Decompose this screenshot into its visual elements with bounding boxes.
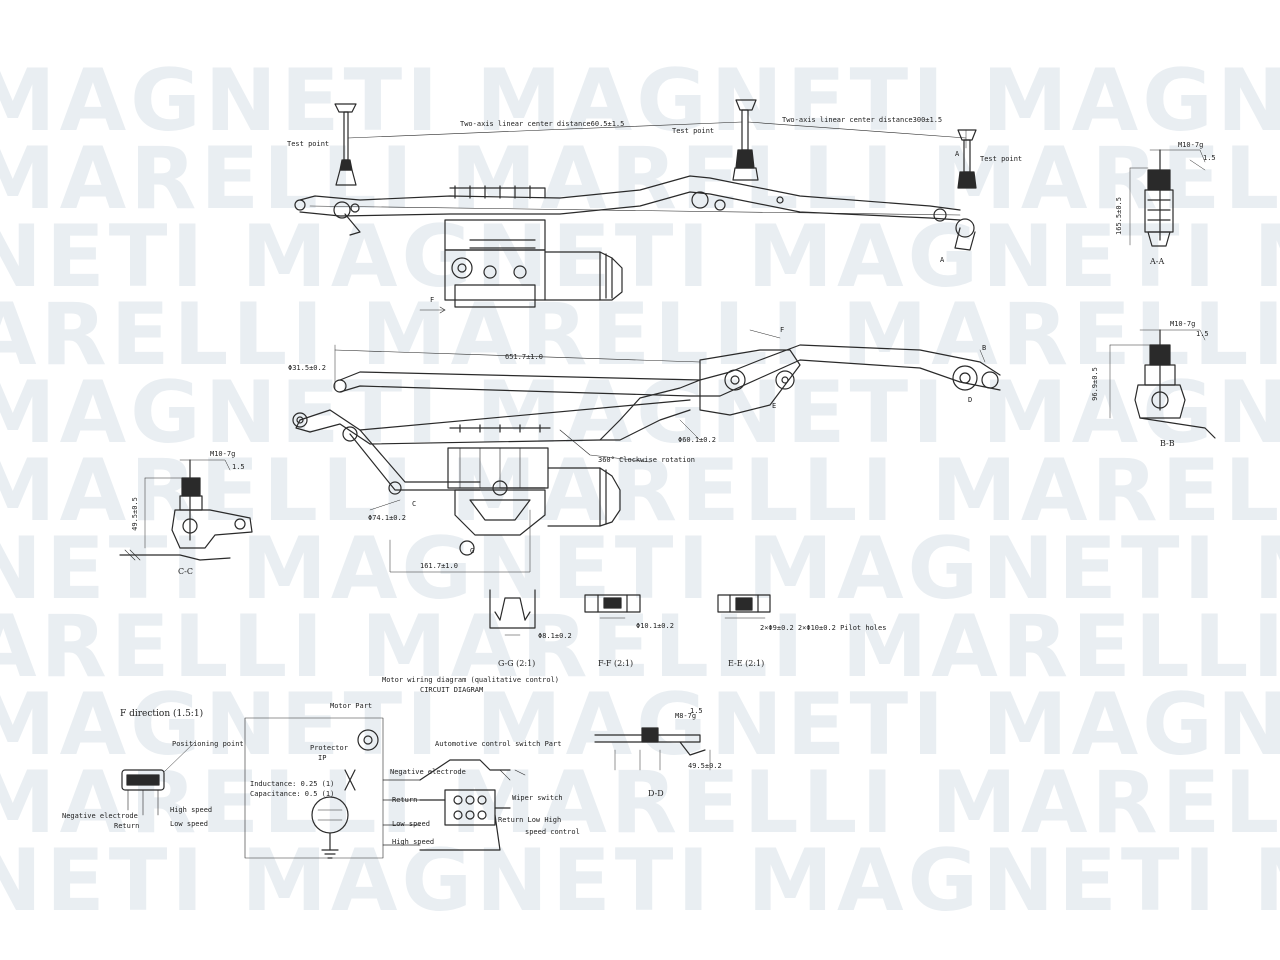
front-view-linkage [292,329,1001,573]
section-label-ee: E-E (2:1) [728,659,765,668]
wiring-title: Motor wiring diagram (qualitative contro… [382,676,560,684]
wiring-high-speed-label: High speed [392,838,435,846]
wiring-diagram [244,717,526,859]
watermark-row: MAGNETI MAGNETI MAGNETI MAG [0,51,1280,151]
high-speed-label: High speed [170,806,213,814]
thread-bb: M10-7g [1170,320,1196,328]
motor-part-label: Motor Part [330,702,373,710]
watermark-row: MARELLI MARELLI MARELLI MAR [0,753,1280,853]
watermark-row: ARELLI MARELLI MARELLI MARELLI [0,597,1280,697]
wiring-return-label: Return [392,796,418,804]
dim-gg: Φ8.1±0.2 [538,632,572,640]
marker-e: E [772,402,777,410]
dim-label-left-pivot: Φ31.5±0.2 [288,364,326,372]
wiring-negative-label: Negative electrode [390,768,466,776]
watermark-row: MARELLI MARELLI MARELLI MAR [0,441,1280,541]
section-label-dd: D-D [648,789,664,798]
test-point-label-mid: Test point [672,127,715,135]
marker-a: A [940,256,945,264]
protector-label: Protector [310,744,348,752]
rotation-note: 360° Clockwise rotation [598,456,695,464]
thread-cc: M10-7g [210,450,236,458]
switch-part-label: Automotive control switch Part [435,740,562,748]
section-label-aa: A-A [1150,257,1165,266]
marker-f-top: F [430,296,435,304]
return-label: Return [114,822,140,830]
marker-f: F [780,326,785,334]
positioning-point-label: Positioning point [172,740,244,748]
tol-cc: 1.5 [232,463,245,471]
switch-positions-label: Return Low High [498,816,562,824]
dim-dd: 49.5±0.2 [688,762,722,770]
f-direction-title: F direction (1.5:1) [120,709,204,719]
section-cc [119,459,253,561]
section-ee [717,594,771,619]
marker-b: B [982,344,987,352]
top-view-linkage [294,99,977,314]
f-direction-connector [121,741,196,816]
test-point-label-left: Test point [287,140,330,148]
dim-ee: 2×Φ9±0.2 2×Φ10±0.2 Pilot holes [760,624,887,632]
test-point-label-right: Test point [980,155,1023,163]
height-bb: 96.9±0.5 [1090,367,1099,401]
dim-label-crank-left: Φ74.1±0.2 [368,514,406,522]
marker-g: G [470,547,475,555]
dim-label-total: 651.7±1.0 [505,353,543,361]
speed-control-label: speed control [525,828,580,836]
dim-label-top-left: Two-axis linear center distance60.5±1.5 [460,120,625,128]
marker-a-top: A [955,150,960,158]
tol-bb: 1.5 [1196,330,1209,338]
dim-label-crank-right: Φ60.1±0.2 [678,436,716,444]
tol-aa: 1.5 [1203,154,1216,162]
section-label-bb: B-B [1160,439,1175,448]
section-bb [1109,329,1216,439]
section-dd [594,727,711,771]
marker-d: D [968,396,973,404]
height-aa: 165.5±0.5 [1114,197,1123,235]
section-label-cc: C-C [178,567,193,576]
height-cc: 49.5±0.5 [130,497,139,531]
section-label-gg: G-G (2:1) [498,659,536,668]
dim-label-bottom: 161.7±1.0 [420,562,458,570]
watermark-row: MAGNETI MAGNETI MAGNETI MAG [0,363,1280,463]
section-label-ff: F-F (2:1) [598,659,634,668]
capacitance-label: Capacitance: 0.5 (1) [250,790,335,798]
section-aa [1129,149,1206,247]
watermark-row: NETI MAGNETI MAGNETI MAGNETI [0,207,1280,307]
low-speed-label: Low speed [170,820,208,828]
protector-value: IP [318,754,327,762]
dim-label-top-right: Two-axis linear center distance300±1.5 [782,116,943,124]
marker-c: C [412,500,417,508]
thread-aa: M10-7g [1178,141,1204,149]
section-ff [584,594,641,619]
watermark-row: MARELLI MARELLI MARELLI MAR [0,129,1280,229]
watermark-row: ARELLI MARELLI MARELLI MARELLI [0,285,1280,385]
negative-electrode-label: Negative electrode [62,812,138,820]
wiring-low-speed-label: Low speed [392,820,430,828]
inductance-label: Inductance: 0.25 (1) [250,780,335,788]
tol-dd: 1.5 [690,707,703,715]
thread-dd: M8-7g [675,712,697,720]
section-gg [489,589,536,636]
dim-ff: Φ10.1±0.2 [636,622,674,630]
wiper-switch-label: Wiper switch [512,794,563,802]
wiring-subtitle: CIRCUIT DIAGRAM [420,686,484,694]
watermark-row: NETI MAGNETI MAGNETI MAGNETI [0,831,1280,931]
